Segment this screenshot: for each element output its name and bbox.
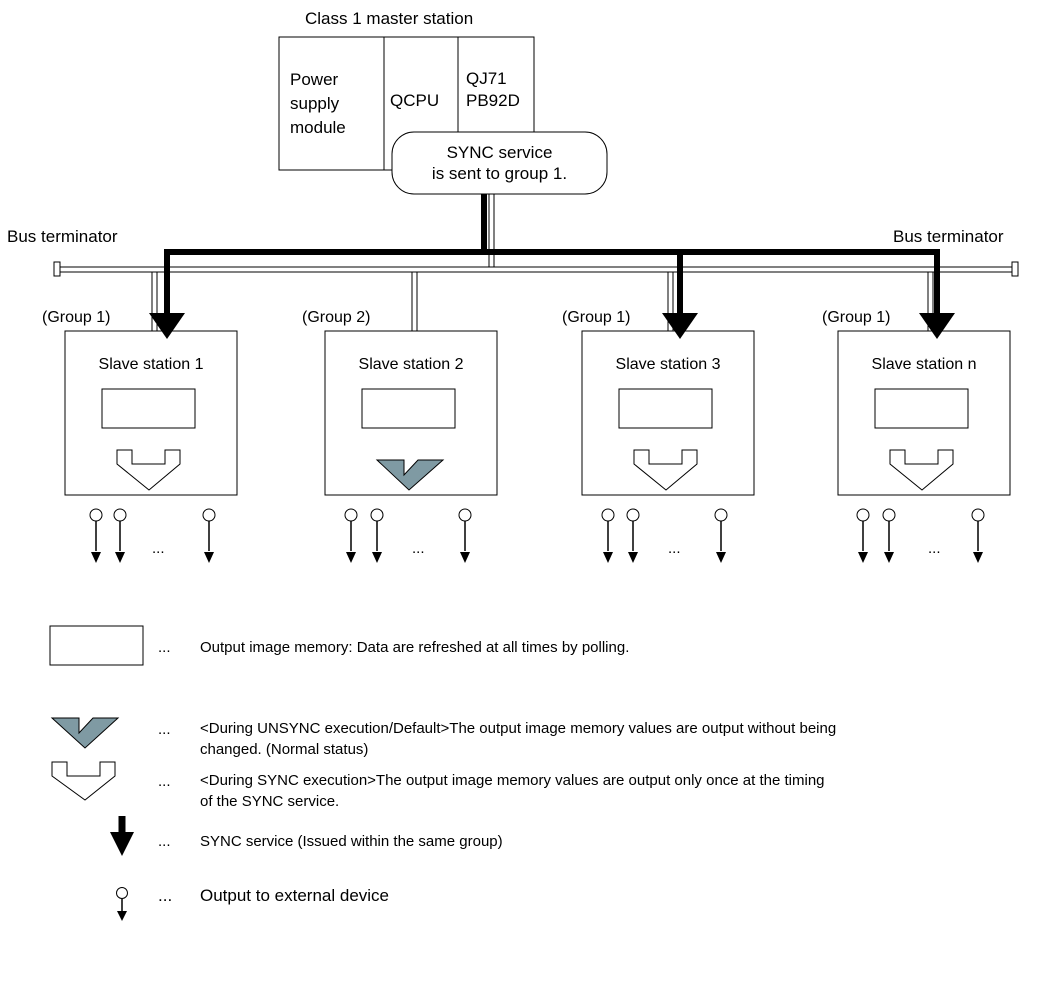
legend-text-unsync-line-2: changed. (Normal status)	[200, 741, 369, 758]
legend-dots-2: ...	[158, 721, 171, 738]
legend-output-line-icon	[116, 887, 128, 921]
bus-terminator-right-symbol	[1011, 261, 1019, 277]
sync-arrow-to-slave-3	[662, 252, 698, 339]
legend-symbols	[49, 625, 144, 921]
unsync-output-arrow-icon	[375, 459, 445, 491]
slave-station-1	[64, 330, 238, 563]
legend-dots-3: ...	[158, 773, 171, 790]
sync-arrow-to-slave-1	[149, 252, 185, 339]
legend-memory-box-icon	[49, 625, 144, 666]
output-ellipsis: ...	[152, 540, 165, 557]
output-port-3	[202, 508, 216, 563]
slave-group-label: (Group 1)	[42, 309, 111, 326]
output-port-1	[89, 508, 103, 563]
sync-arrow-to-slave-4	[919, 252, 955, 339]
output-port-3	[714, 508, 728, 563]
legend-dots-1: ...	[158, 639, 171, 656]
power-module-line-2: supply	[290, 94, 340, 113]
legend-text-sync-line-2: of the SYNC service.	[200, 793, 340, 810]
interface-line-1: QJ71	[466, 69, 507, 88]
legend-text-unsync: <During UNSYNC execution/Default>The out…	[200, 718, 836, 760]
legend-text-memory: Output image memory: Data are refreshed …	[200, 639, 630, 656]
output-port-2	[370, 508, 384, 563]
sync-bus-path	[164, 194, 940, 255]
sync-callout-line-2: is sent to group 1.	[431, 164, 568, 183]
output-image-memory-box	[101, 388, 196, 429]
legend-text-sync-line-1: <During SYNC execution>The output image …	[200, 772, 825, 789]
legend-dots-4: ...	[158, 833, 171, 850]
output-image-memory-box	[618, 388, 713, 429]
power-module-line-3: module	[290, 118, 346, 137]
slave-stations	[64, 330, 1011, 563]
output-port-1	[856, 508, 870, 563]
slave-station-4	[837, 330, 1011, 563]
sync-callout-bubble	[391, 131, 608, 195]
slave-station-name: Slave station 3	[615, 356, 721, 373]
qj71pb92d-label: QJ71 PB92D	[466, 68, 520, 112]
output-port-2	[626, 508, 640, 563]
legend-dots-5: ...	[158, 886, 173, 905]
output-image-memory-box	[874, 388, 969, 429]
sync-output-arrow-icon	[889, 449, 954, 491]
output-port-2	[882, 508, 896, 563]
slave-station-2	[324, 330, 498, 563]
slave-drop-lines	[151, 272, 934, 331]
bus-terminator-left-symbol	[53, 261, 61, 277]
bus-line	[53, 194, 1019, 277]
legend-filled-arrow-icon	[50, 717, 120, 749]
output-port-3	[458, 508, 472, 563]
master-station-title: Class 1 master station	[305, 9, 474, 28]
output-port-1	[601, 508, 615, 563]
sync-service-lines	[149, 194, 955, 339]
output-ellipsis: ...	[412, 540, 425, 557]
legend-text-output: Output to external device	[200, 886, 390, 905]
output-ellipsis: ...	[928, 540, 941, 557]
legend-text-unsync-line-1: <During UNSYNC execution/Default>The out…	[200, 720, 837, 737]
legend-text-sync-service: SYNC service (Issued within the same gro…	[200, 833, 503, 850]
slave-station-name: Slave station 1	[98, 356, 204, 373]
legend-text-sync: <During SYNC execution>The output image …	[200, 770, 825, 812]
power-supply-module	[278, 36, 385, 171]
legend-hollow-arrow-icon	[51, 761, 116, 801]
qcpu-label: QCPU	[390, 91, 440, 110]
output-ellipsis: ...	[668, 540, 681, 557]
power-module-line-1: Power	[290, 70, 339, 89]
output-port-3	[971, 508, 985, 563]
output-port-1	[344, 508, 358, 563]
bus-terminator-left-label: Bus terminator	[7, 227, 118, 246]
slave-group-label: (Group 1)	[822, 309, 891, 326]
slave-station-name: Slave station 2	[358, 356, 464, 373]
sync-callout-text: SYNC service is sent to group 1.	[392, 142, 607, 184]
sync-callout-line-1: SYNC service	[446, 143, 553, 162]
sync-output-arrow-icon	[116, 449, 181, 491]
sync-output-arrow-icon	[633, 449, 698, 491]
legend-sync-arrow-icon	[110, 816, 134, 856]
slave-group-label: (Group 1)	[562, 309, 631, 326]
output-image-memory-box	[361, 388, 456, 429]
power-supply-module-label: Power supply module	[290, 68, 346, 140]
slave-group-label: (Group 2)	[302, 309, 371, 326]
bus-terminator-right-label: Bus terminator	[893, 227, 1004, 246]
output-port-2	[113, 508, 127, 563]
slave-station-name: Slave station n	[871, 356, 977, 373]
master-station	[278, 36, 608, 195]
interface-line-2: PB92D	[466, 91, 520, 110]
slave-station-3	[581, 330, 755, 563]
